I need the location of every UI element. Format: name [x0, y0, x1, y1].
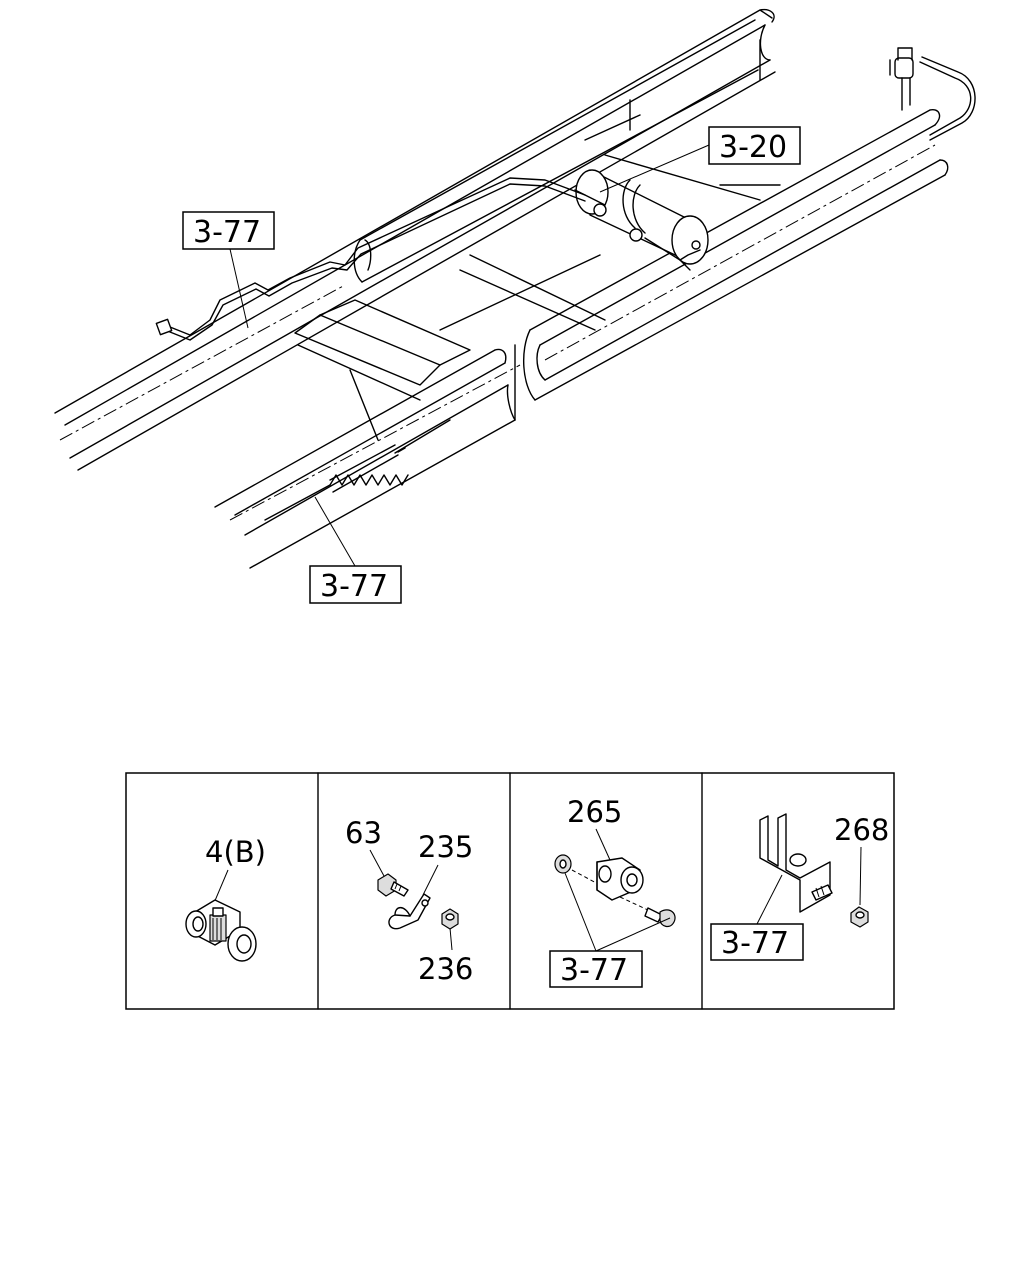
callout-3-77-lower-label: 3-77: [320, 569, 388, 604]
label-265: 265: [567, 795, 622, 829]
bolt-icon: [377, 873, 409, 897]
callout-3-77-lower: 3-77: [309, 496, 402, 604]
label-268: 268: [834, 813, 889, 847]
callout-3-20-label: 3-20: [719, 130, 787, 165]
callout-3-20: 3-20: [599, 126, 801, 193]
brake-cable: [264, 419, 451, 521]
label-63: 63: [345, 816, 382, 850]
callout-3-77-upper: 3-77: [182, 211, 275, 329]
p-clamp-icon: [388, 893, 431, 930]
panel-stud-bracket-268: 268 3-77: [710, 813, 889, 961]
chassis-frame: [54, 8, 949, 569]
panel-clip-4b: 4(B): [185, 835, 266, 962]
callout-3-77-upper-label: 3-77: [193, 215, 261, 250]
air-tank: [574, 169, 709, 265]
air-pipe-lines: [155, 47, 976, 341]
nut-icon: [441, 908, 459, 930]
label-268-ref: 3-77: [721, 926, 789, 961]
panel-bracket-265: 265 3-77: [549, 795, 676, 988]
u-bracket-icon: [759, 813, 833, 913]
bracket-clip-icon: [596, 857, 644, 901]
label-235: 235: [418, 830, 473, 864]
pipe-clip-icon: [185, 899, 257, 962]
label-236: 236: [418, 952, 473, 986]
label-4b: 4(B): [205, 835, 266, 869]
label-265-ref: 3-77: [560, 953, 628, 988]
washer-icon: [554, 854, 572, 874]
bolt-265-icon: [619, 896, 676, 928]
parts-panel: [125, 772, 895, 1010]
nut-268-icon: [850, 906, 869, 928]
panel-bolt-clip-nut: 63 235 236: [345, 816, 473, 986]
cable-spring: [329, 444, 409, 493]
